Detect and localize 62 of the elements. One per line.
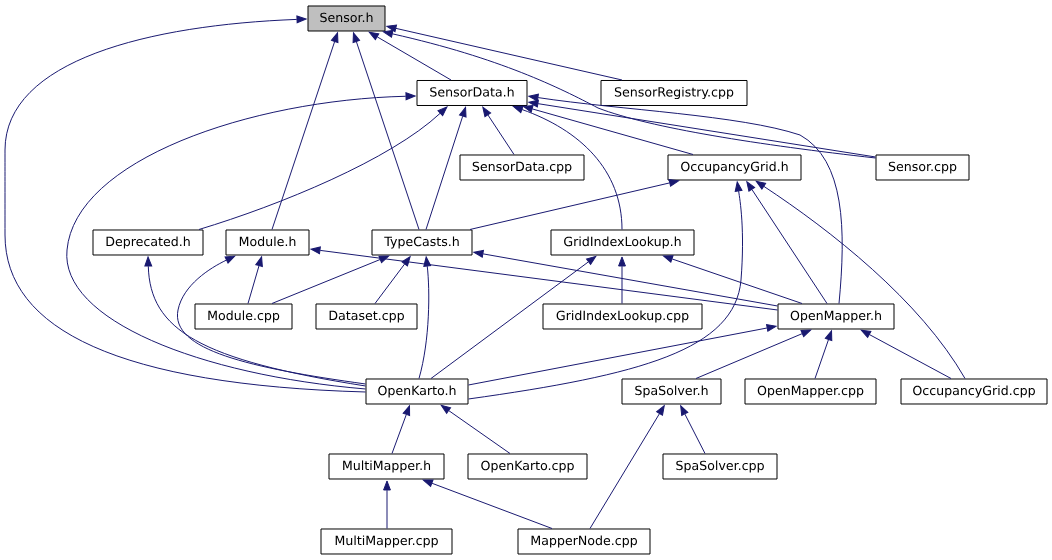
arrow: [662, 255, 803, 304]
arrow: [247, 256, 263, 304]
file-box: OpenMapper.cpp: [744, 378, 877, 405]
file-box: Module.h: [225, 229, 310, 256]
file-box: OccupancyGrid.cpp: [900, 378, 1048, 405]
file-box: SensorData.cpp: [459, 154, 585, 181]
arrow: [374, 256, 411, 304]
file-box: OccupancyGrid.h: [667, 154, 802, 181]
file-box: OpenKarto.h: [365, 378, 469, 405]
arrow: [528, 93, 843, 304]
arrow: [66, 92, 416, 390]
file-box: TypeCasts.h: [371, 229, 473, 256]
arrow: [177, 255, 366, 385]
arrow: [512, 105, 623, 230]
arrow: [391, 405, 411, 454]
file-box: Dataset.cpp: [315, 303, 418, 330]
arrow: [755, 180, 966, 379]
arrow: [473, 249, 778, 307]
arrow: [440, 404, 511, 454]
arrow: [271, 255, 390, 304]
arrow: [589, 405, 665, 529]
file-box: Sensor.cpp: [875, 154, 970, 181]
arrow: [198, 106, 448, 230]
file-box: MultiMapper.h: [328, 453, 445, 480]
file-box: MapperNode.cpp: [517, 528, 651, 555]
arrow: [352, 32, 420, 230]
arrow: [468, 324, 777, 386]
file-box: Deprecated.h: [92, 229, 204, 256]
arrow: [469, 179, 680, 230]
file-box: SensorRegistry.cpp: [600, 80, 748, 106]
file-box: MultiMapper.cpp: [320, 528, 453, 555]
file-box: GridIndexLookup.h: [550, 229, 695, 256]
file-box: SensorData.h: [416, 80, 528, 106]
arrow: [430, 255, 597, 379]
arrow: [386, 24, 623, 81]
arrow: [271, 32, 339, 230]
arrow: [522, 105, 694, 155]
arrow: [860, 329, 952, 379]
file-box: OpenMapper.h: [777, 303, 895, 330]
arrow: [695, 329, 812, 379]
file-box: Module.cpp: [194, 303, 293, 330]
arrow: [310, 246, 778, 311]
arrow: [746, 181, 828, 304]
arrow: [383, 480, 391, 529]
arrow: [368, 31, 452, 81]
arrow: [418, 256, 432, 379]
arrow: [618, 256, 626, 304]
arrow: [482, 106, 515, 155]
arrow: [425, 106, 467, 230]
arrow: [528, 99, 876, 158]
file-box: OpenKarto.cpp: [467, 453, 588, 480]
file-box: SpaSolver.cpp: [662, 453, 778, 480]
arrow: [144, 256, 366, 387]
highlighted-file-box: Sensor.h: [307, 5, 386, 32]
arrow: [468, 181, 743, 400]
arrow: [680, 405, 706, 454]
file-box: SpaSolver.h: [621, 378, 722, 405]
file-box: GridIndexLookup.cpp: [542, 303, 703, 330]
arrow: [814, 330, 833, 379]
arrow: [4, 15, 366, 393]
arrow: [382, 29, 876, 159]
arrow: [422, 479, 553, 529]
